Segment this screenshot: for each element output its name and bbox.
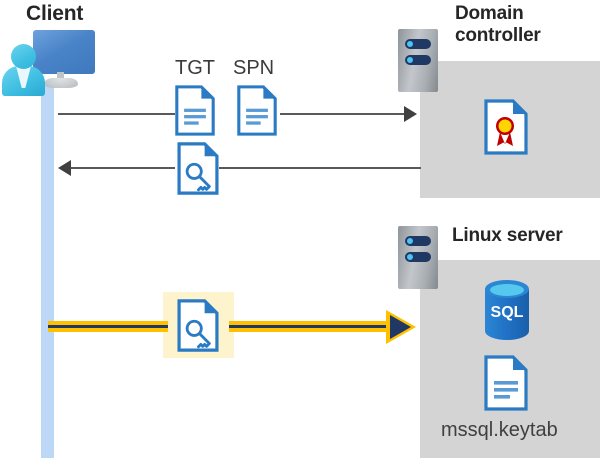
monitor-screen xyxy=(33,30,95,74)
rack-led-bottom xyxy=(405,55,431,65)
keytab-filename-label: mssql.keytab xyxy=(441,419,558,441)
auth-arrowhead-inner xyxy=(390,315,411,339)
server-rack-icon-domain-controller xyxy=(398,29,438,92)
auth-line-left xyxy=(48,321,168,332)
message-arrowhead-response xyxy=(58,160,71,176)
key-document-icon-auth xyxy=(177,299,219,352)
server-rack-icon-linux-server xyxy=(398,226,438,289)
message-line-response-right xyxy=(219,167,421,169)
message-line-request-right xyxy=(280,113,404,115)
certificate-document-icon xyxy=(484,99,528,155)
linux-server-title: Linux server xyxy=(452,225,563,246)
sql-badge-text: SQL xyxy=(491,304,524,321)
auth-line-right xyxy=(229,321,389,332)
message-arrowhead-request xyxy=(404,106,417,122)
user-workstation-icon xyxy=(0,0,110,100)
sql-database-icon: SQL xyxy=(482,279,532,341)
key-document-icon-response xyxy=(177,142,219,195)
rack-led-bottom xyxy=(405,252,431,262)
rack-led-top xyxy=(405,236,431,246)
client-lifeline xyxy=(41,86,54,458)
monitor-base xyxy=(44,78,78,88)
message-line-request-left xyxy=(58,113,175,115)
monitor-neck xyxy=(57,72,64,81)
spn-document-icon xyxy=(237,85,277,136)
tgt-document-icon xyxy=(175,85,215,136)
spn-label: SPN xyxy=(233,57,275,79)
keytab-document-icon xyxy=(484,355,528,411)
message-line-response-left xyxy=(71,167,175,169)
domain-controller-title: Domain controller xyxy=(455,3,541,46)
user-head xyxy=(11,44,36,69)
tgt-label: TGT xyxy=(175,57,215,79)
client-title: Client xyxy=(26,2,84,25)
rack-led-top xyxy=(405,39,431,49)
